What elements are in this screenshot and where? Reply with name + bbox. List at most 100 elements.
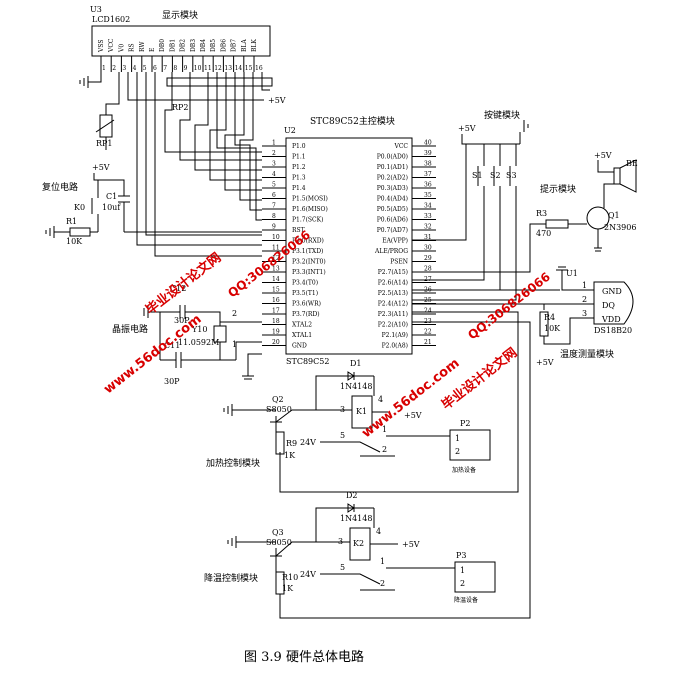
lcd-bus-wires — [136, 72, 262, 257]
mcu-right-pin-label: P2.0(A8) — [382, 343, 408, 350]
crystal-pin1: 1 — [232, 340, 237, 349]
heat-d1-part: 1N4148 — [340, 382, 372, 391]
reset-title: 复位电路 — [42, 181, 78, 193]
lcd-pin-label: VSS — [98, 40, 105, 53]
crystal-c11-symbol — [159, 312, 236, 368]
reset-switch-k0 — [91, 180, 99, 232]
cool-r10-label: R10 — [282, 573, 298, 582]
lcd-pin-number: 15 — [245, 65, 253, 72]
crystal-c12-symbol — [160, 305, 205, 319]
temp-title: 温度测量模块 — [560, 348, 614, 360]
wire-rw — [145, 72, 262, 236]
mcu-right-pin-label: P0.2(AD2) — [377, 175, 408, 182]
rp1-wire — [105, 72, 120, 115]
heat-gnd — [223, 404, 276, 416]
mcu-gnd-wire — [242, 353, 262, 380]
cool-p3-2: 2 — [460, 579, 465, 588]
crystal-title: 晶振电路 — [112, 323, 148, 335]
lcd-pin-number: 16 — [255, 65, 263, 72]
cool-diode — [315, 503, 374, 542]
cool-d2: D2 — [346, 491, 358, 500]
crystal-circuit: C12 30P C11 30P 2 1 Y10 11.0592M — [143, 284, 262, 386]
cool-n2: 2 — [380, 579, 385, 588]
mcu-left-pin-label: P3.2(INT0) — [292, 259, 326, 266]
heat-p2: P2 — [460, 419, 470, 428]
mcu-left-pin-label: GND — [292, 343, 307, 350]
mcu-right-pin-label: P2.6(A14) — [378, 280, 408, 287]
mcu-name: STC89C52 — [286, 357, 329, 366]
mcu-left-pin-number: 14 — [272, 276, 280, 283]
cool-p3-1: 1 — [460, 566, 465, 575]
watermark-brand-1: 毕业设计论文网 — [143, 250, 225, 319]
cool-ctrl-wire — [279, 321, 531, 619]
mcu-left-pin-label: P1.7(SCK) — [292, 217, 323, 224]
temp-gnd-wire — [556, 266, 594, 291]
buzzer-r3 — [545, 219, 569, 229]
lcd-pin-number: 6 — [153, 65, 157, 72]
lcd-pin-number: 3 — [122, 65, 126, 72]
lcd-pin-label: DB5 — [210, 39, 217, 52]
mcu-left-pin-label: P3.4(T0) — [292, 280, 318, 287]
mcu-left-pin-number: 13 — [272, 266, 280, 273]
crystal-wires — [205, 311, 262, 360]
heat-r9-val: 1K — [284, 451, 296, 460]
lcd-pin-number: 12 — [214, 65, 222, 72]
lcd-pin-number: 11 — [204, 65, 212, 72]
mcu-left-pin-label: P3.1(TXD) — [292, 248, 323, 255]
lcd-blk-wire — [261, 72, 270, 91]
mcu-right-pin-number: 38 — [424, 161, 432, 168]
cool-r10-val: 1K — [282, 584, 294, 593]
cool-n4: 4 — [376, 527, 381, 536]
mcu-left-pin-label: P1.5(MOSI) — [292, 196, 328, 203]
temp-part: DS18B20 — [594, 326, 632, 335]
mcu-right-pin-label: P2.3(A11) — [378, 311, 408, 318]
crystal-gnd — [143, 306, 160, 318]
mcu-left-pin-number: 20 — [272, 339, 280, 346]
cool-q3-symbol — [270, 541, 316, 572]
heat-plus: +5V — [404, 411, 422, 420]
cool-module: Q3 S8050 R10 1K 降温控制模块 D2 1N4148 K2 3 4 … — [204, 491, 496, 604]
mcu-right-pin-label: P2.1(A9) — [382, 332, 408, 339]
reset-c1: C1 — [106, 192, 117, 201]
mcu-left-pin-label: P1.0 — [292, 143, 306, 150]
mcu-right-pin-number: 37 — [424, 171, 432, 178]
wire-db1 — [179, 72, 262, 161]
lcd-pin-number: 10 — [194, 65, 202, 72]
reset-r1-label: R1 — [66, 217, 77, 226]
lcd-pin-label: DB0 — [159, 39, 166, 52]
temp-n2: 2 — [582, 295, 587, 304]
cool-n5: 5 — [340, 563, 345, 572]
mcu-left-pin-number: 5 — [272, 182, 276, 189]
temp-n1: 1 — [582, 281, 587, 290]
cool-gnd — [227, 536, 276, 548]
mcu-left-pin-label: XTAL1 — [292, 332, 312, 339]
keys-plus: +5V — [458, 124, 476, 133]
lcd-pin-number: 14 — [235, 65, 243, 72]
mcu-left-pin-label: P1.3 — [292, 175, 306, 182]
key-s2-label: S2 — [490, 171, 501, 180]
mcu-right-pin-number: 32 — [424, 224, 432, 231]
mcu-left-pin-label: P3.7(RD) — [292, 311, 320, 318]
lcd-5v-label: +5V — [268, 96, 286, 105]
wire-db0 — [164, 72, 262, 153]
mcu-right-pin-label: P2.5(A13) — [378, 290, 408, 297]
heat-ctrl-wire — [279, 311, 519, 493]
mcu-right-pin-number: 28 — [424, 266, 432, 273]
key-s3 — [412, 144, 517, 301]
mcu-left-pin-number: 9 — [272, 224, 276, 231]
lcd-gnd-symbol — [79, 76, 89, 88]
cool-24v: 24V — [300, 570, 316, 579]
buzzer-plus: +5V — [594, 151, 612, 160]
mcu-left-pin-number: 4 — [272, 171, 276, 178]
mcu-left-pin-number: 16 — [272, 297, 280, 304]
lcd-pin-label: DB2 — [180, 39, 187, 52]
heat-r9-label: R9 — [286, 439, 297, 448]
mcu-right-pin-label: P0.5(AD5) — [377, 206, 408, 213]
heat-k1-label: K1 — [356, 407, 367, 416]
mcu-left-pin-number: 17 — [272, 308, 280, 315]
lcd-pin-label: E — [149, 48, 156, 52]
lcd-body — [91, 25, 271, 57]
lcd-pin-label: DB4 — [200, 39, 207, 52]
keys-top-wire — [461, 120, 529, 145]
heat-r9 — [275, 431, 285, 455]
